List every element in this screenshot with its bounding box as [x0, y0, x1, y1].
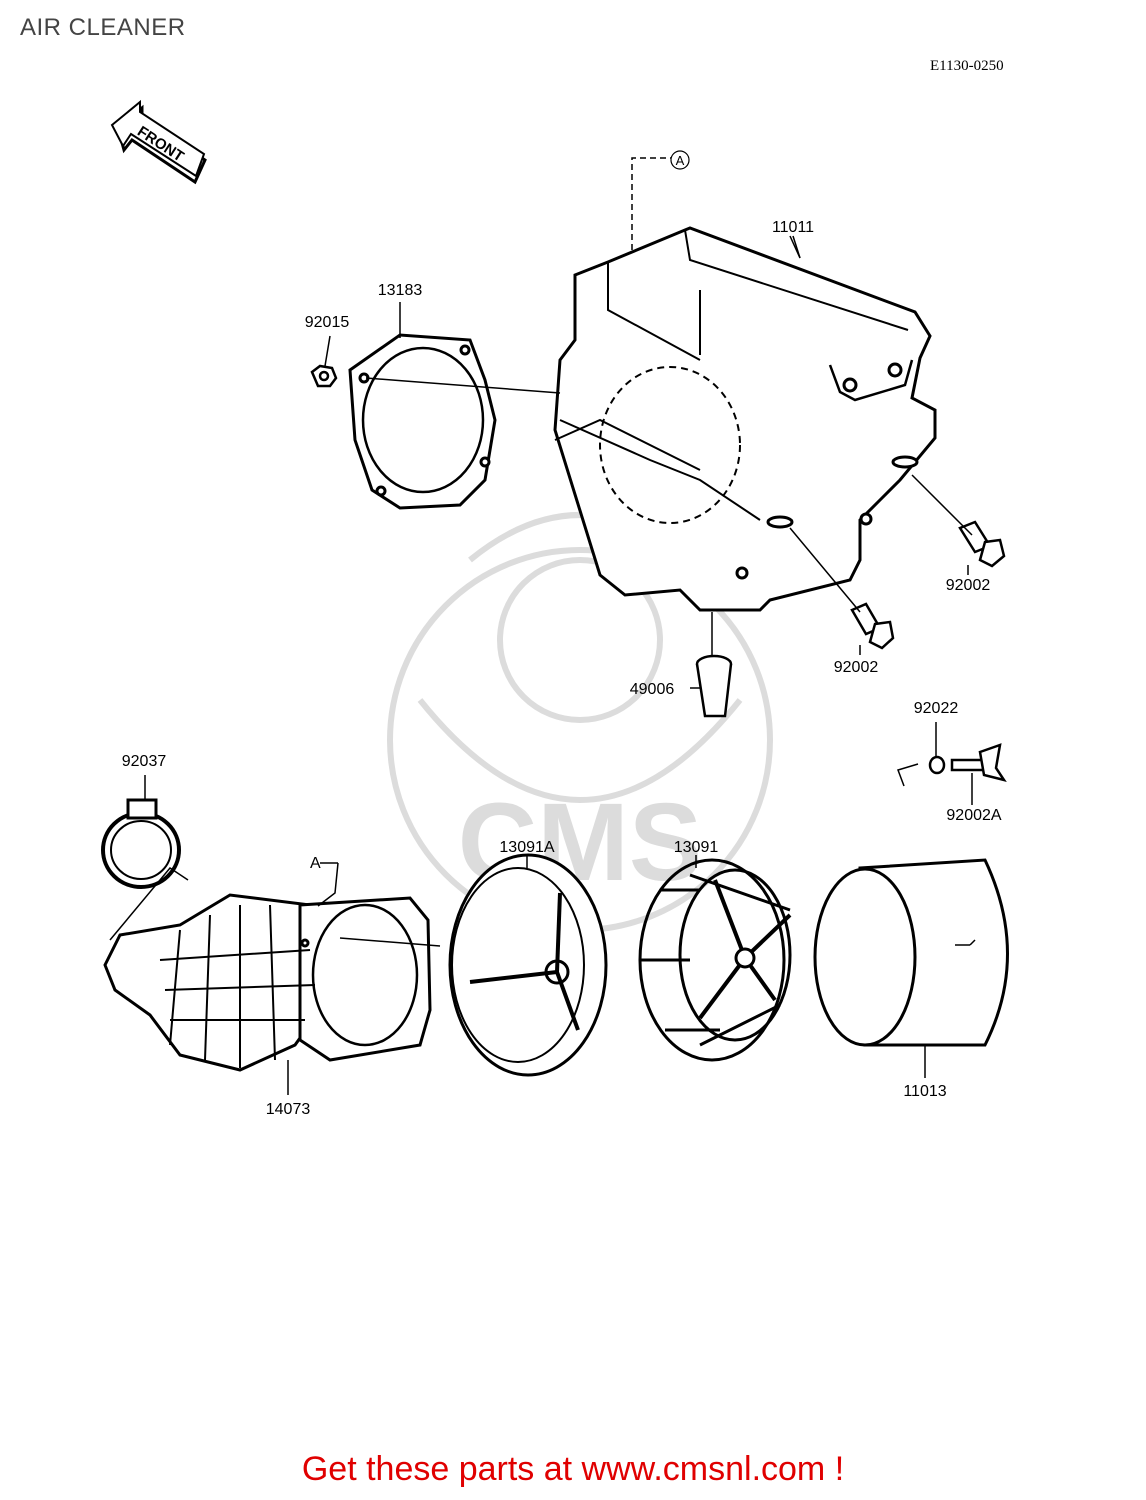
part-label-92002A: 92002A	[946, 807, 1001, 824]
washer-92022	[928, 755, 946, 775]
part-label-92002-mid: 92002	[834, 659, 879, 676]
part-label-92015: 92015	[305, 314, 350, 331]
intake-duct-14073	[103, 893, 432, 1072]
part-label-13091: 13091	[674, 839, 719, 856]
part-label-11013: 11013	[903, 1083, 946, 1100]
gasket-plate	[348, 333, 497, 510]
nut-92015	[310, 364, 338, 388]
air-filter-element-11013	[813, 858, 1009, 1047]
diagram-code: E1130-0250	[930, 58, 1004, 74]
part-label-49006: 49006	[630, 681, 675, 698]
part-label-92002-right: 92002	[946, 577, 991, 594]
ref-mark-a-top-label: A	[676, 153, 685, 168]
footer-link-text[interactable]: Get these parts at www.cmsnl.com !	[301, 1450, 845, 1488]
element-holder-13091A	[448, 853, 608, 1077]
holder-guide-line	[339, 937, 441, 947]
duct-ref-line	[317, 862, 339, 907]
wing-bolt-guide-line	[897, 763, 919, 787]
part-label-11011: 11011	[772, 219, 814, 236]
part-label-14073: 14073	[266, 1101, 311, 1118]
leader-lines	[144, 235, 973, 1095]
wing-bolt-92002A	[950, 743, 1007, 782]
part-label-92037: 92037	[122, 753, 167, 770]
air-box-housing	[553, 226, 937, 612]
ref-mark-a-duct-label: A	[310, 855, 321, 872]
hose-clamp-92037	[101, 798, 181, 889]
clamp-guide-line	[109, 867, 189, 941]
exploded-parts-diagram: CMS FRONT A	[101, 99, 1009, 1118]
front-arrow-icon: FRONT	[110, 99, 207, 185]
element-frame-13091	[638, 858, 792, 1062]
part-label-92022: 92022	[914, 700, 959, 717]
part-label-13183: 13183	[378, 282, 423, 299]
drain-cap-49006	[695, 654, 733, 718]
page-title: AIR CLEANER	[20, 14, 186, 41]
part-label-13091A: 13091A	[499, 839, 554, 856]
